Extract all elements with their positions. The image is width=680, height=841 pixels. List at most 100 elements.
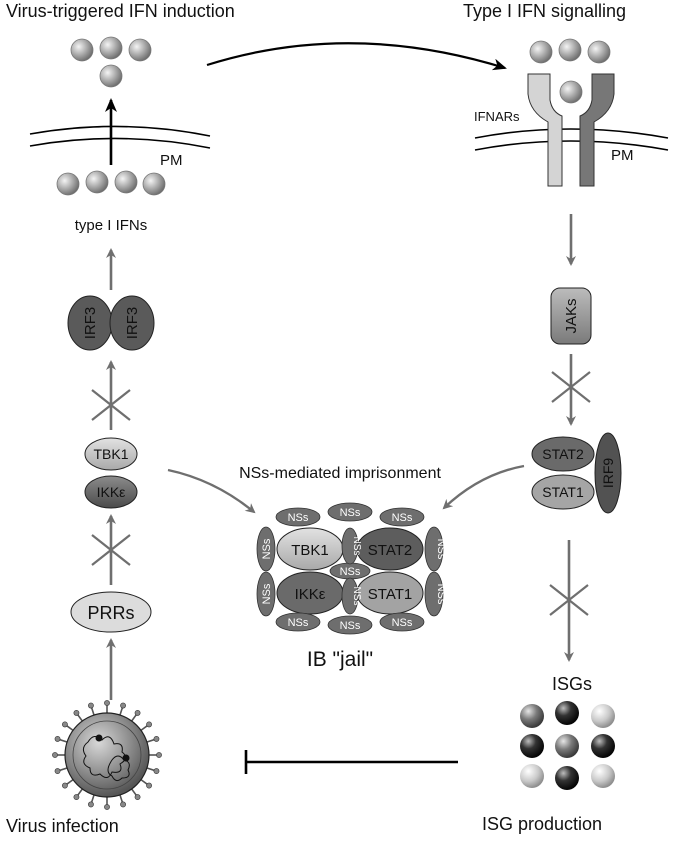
jail-stat2-label: STAT2 [368, 542, 412, 559]
nss-label: NSs [288, 617, 309, 629]
arrow-kinases-to-jail [167, 468, 256, 514]
virus-spike-tip [153, 768, 160, 774]
ifnar1-subunit [527, 73, 563, 187]
ifn-particle [529, 40, 553, 64]
ifn-particle [70, 38, 94, 62]
nss-unit [275, 612, 321, 632]
virus-envelope [64, 712, 150, 798]
ifn-particle [99, 36, 123, 60]
nss-unit [341, 577, 359, 615]
ifn-particle [587, 40, 611, 64]
nss-label: NSs [392, 617, 413, 629]
nss-unit [327, 502, 373, 522]
virus-spike-tip [134, 794, 141, 800]
isg-sphere [555, 701, 579, 725]
nss-label: NSs [261, 583, 273, 604]
virus-spike-tip [52, 752, 58, 758]
irf3-b-label: IRF3 [124, 307, 141, 340]
tbk1-label: TBK1 [93, 446, 128, 462]
block-cross [91, 389, 131, 421]
blocked-arrow-jaks-to-stats [551, 354, 591, 426]
tbk1-shape [84, 437, 138, 471]
nss-label: NSs [340, 620, 361, 632]
virus-inner-membrane [72, 720, 142, 790]
virus-spike-tip [62, 782, 68, 789]
block-cross [91, 534, 131, 566]
nss-label: NSs [261, 538, 273, 559]
arrow-stats-to-jail [442, 464, 525, 510]
virus-spike-tip [156, 752, 162, 758]
ikke-label: IKKε [97, 484, 126, 500]
irf3-b-shape [109, 295, 155, 351]
ifnar2-subunit [579, 73, 615, 187]
ifn-particle [99, 64, 123, 88]
nss-unit [275, 507, 321, 527]
nss-label: NSs [288, 512, 309, 524]
irf9-label: IRF9 [600, 458, 616, 489]
nss-unit [379, 612, 425, 632]
nss-unit [327, 615, 373, 635]
isgs-label: ISGs [552, 674, 592, 694]
prrs-label: PRRs [87, 603, 134, 623]
nss-label: NSs [340, 566, 361, 578]
ifn-particle [56, 172, 80, 196]
ifn-particle [558, 38, 582, 62]
blocked-arrow-stats-to-isgs [549, 540, 589, 662]
nss-unit [256, 571, 276, 617]
ib-jail-label: IB "jail" [307, 648, 373, 671]
stat2-shape [531, 436, 595, 472]
virus-spike-tip [88, 702, 94, 709]
blocked-arrow-prrs-to-kinases [91, 514, 131, 585]
nss-unit [424, 571, 444, 617]
nss-label: NSs [435, 539, 447, 560]
ifn-particle [142, 172, 166, 196]
stat2-label: STAT2 [542, 446, 584, 462]
virus-infection-label: Virus infection [6, 816, 119, 836]
prrs-shape [70, 591, 152, 633]
virus-spike-tip [104, 700, 110, 706]
irf3-a-label: IRF3 [82, 307, 99, 340]
nss-unit [424, 526, 444, 572]
virus-spike-tip [54, 768, 61, 774]
virus-spike-tip [54, 736, 61, 742]
extracellular-ifn-group [529, 38, 611, 64]
virus-spike-tip [104, 804, 110, 810]
stat1-label: STAT1 [542, 484, 584, 500]
ifn-particle [114, 170, 138, 194]
ikke-shape [84, 475, 138, 509]
virus-spike-tip [120, 702, 126, 709]
jaks-shape [550, 287, 592, 345]
ifn-to-receptor-arrow [206, 42, 507, 71]
left-pm-label: PM [160, 152, 183, 169]
bound-ifn [559, 80, 583, 104]
jail-tbk1-label: TBK1 [291, 542, 329, 559]
left-plasma-membrane [29, 125, 211, 149]
virus-spike-tip [146, 721, 152, 728]
nss-label: NSs [392, 512, 413, 524]
nss-unit [379, 507, 425, 527]
stat1-shape [531, 474, 595, 510]
secreted-ifn-group [70, 36, 152, 88]
virus-core-dot [122, 754, 130, 762]
virus-spike-tip [153, 736, 160, 742]
virus-spike-tip [134, 710, 141, 716]
isg-sphere [591, 764, 615, 788]
isg-grid [520, 701, 615, 790]
isg-sphere [520, 704, 544, 728]
imprisonment-caption: NSs-mediated imprisonment [239, 465, 441, 482]
virus-spike-tip [73, 794, 80, 800]
ifn-particle [128, 38, 152, 62]
right-title: Type I IFN signalling [463, 1, 626, 21]
right-pm-label: PM [611, 147, 634, 164]
virus-genome-1 [82, 736, 126, 778]
jail-stat1-label: STAT1 [368, 586, 412, 603]
nss-label: NSs [340, 507, 361, 519]
irf9-shape [594, 432, 622, 514]
isg-production-label: ISG production [482, 814, 602, 834]
right-plasma-membrane [474, 128, 669, 151]
left-title: Virus-triggered IFN induction [6, 1, 235, 21]
virus-spike-tip [146, 782, 152, 789]
virus-spike-tip [88, 801, 94, 808]
